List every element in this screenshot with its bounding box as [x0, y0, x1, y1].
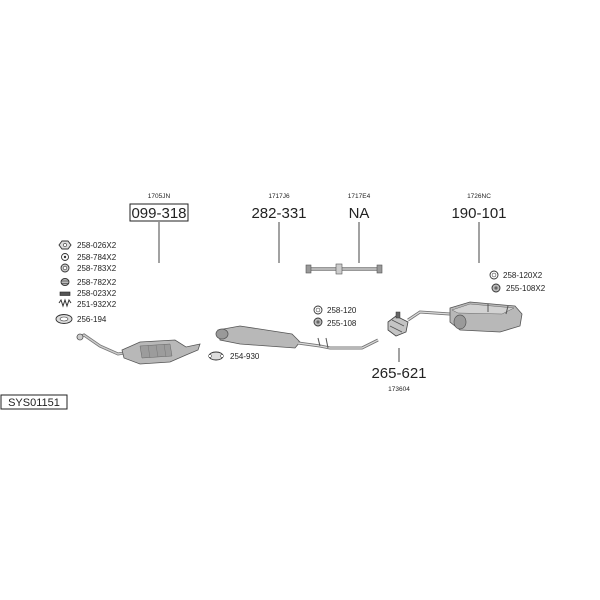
fittings-middle: 258-120 255-108 [313, 305, 357, 328]
fitting-258-784X2[interactable]: 258-784X2 [61, 253, 117, 262]
oe-1717J6: 1717J6 [268, 193, 290, 200]
fitting-label: 255-108 [327, 319, 357, 328]
fitting-258-783X2[interactable]: 258-783X2 [60, 263, 117, 273]
bolt-icon [59, 291, 71, 296]
middle-silencer-shape [217, 325, 301, 349]
spring-icon [60, 278, 70, 286]
system-code-label: SYS01151 [8, 397, 60, 409]
system-code: SYS01151 [0, 394, 68, 410]
clamp-spring-icon [58, 298, 72, 308]
part-190-101[interactable]: 1726NC 190-101 [407, 193, 523, 333]
fittings-left: 258-026X2 258-784X2 258-783X2 258-782X2 … [55, 240, 117, 325]
fitting-255-108[interactable]: 255-108 [313, 317, 357, 328]
system-code-box [0, 394, 68, 410]
part-number-282-331: 282-331 [251, 205, 306, 222]
fitting-258-023X2[interactable]: 258-023X2 [59, 289, 117, 298]
fitting-label: 258-783X2 [77, 264, 117, 273]
fitting-label: 258-784X2 [77, 253, 117, 262]
clamp-shape [387, 315, 409, 337]
fitting-label: 258-026X2 [77, 241, 117, 250]
fitting-label: 258-120X2 [503, 271, 543, 280]
fitting-258-782X2[interactable]: 258-782X2 [60, 278, 117, 287]
part-na[interactable]: 1717E4 NA [305, 193, 383, 275]
fitting-254-930[interactable]: 254-930 [208, 351, 260, 361]
flange-shape [76, 333, 84, 341]
fitting-label: 251-932X2 [77, 300, 117, 309]
part-number-190-101: 190-101 [451, 205, 506, 222]
part-number-box [129, 203, 189, 222]
oe-1705JN: 1705JN [148, 193, 171, 200]
fitting-258-120X2[interactable]: 258-120X2 [489, 270, 543, 280]
fitting-256-194[interactable]: 256-194 [55, 314, 107, 325]
oe-1726NC: 1726NC [467, 193, 491, 200]
fitting-label: 256-194 [77, 315, 107, 324]
middle-pipe-shape [297, 338, 379, 350]
part-265-621[interactable]: 265-621 173604 [371, 311, 427, 393]
part-number-099-318: 099-318 [131, 205, 186, 222]
fitting-258-026X2[interactable]: 258-026X2 [58, 240, 117, 250]
part-099-318[interactable]: 1705JN 099-318 [76, 193, 201, 365]
part-number-na: NA [349, 205, 370, 222]
fitting-label: 254-930 [230, 352, 260, 361]
fitting-label: 258-120 [327, 306, 357, 315]
oe-1717E4: 1717E4 [348, 193, 371, 200]
fitting-label: 258-023X2 [77, 289, 117, 298]
part-number-265-621: 265-621 [371, 365, 426, 382]
fitting-255-108X2[interactable]: 255-108X2 [491, 283, 546, 293]
fitting-label: 258-782X2 [77, 278, 117, 287]
fitting-label: 255-108X2 [506, 284, 546, 293]
fitting-251-932X2[interactable]: 251-932X2 [58, 298, 117, 309]
fitting-258-120[interactable]: 258-120 [313, 305, 357, 315]
part-282-331[interactable]: 1717J6 282-331 254-930 [208, 193, 379, 361]
fittings-right: 258-120X2 255-108X2 [489, 270, 546, 293]
oe-173604: 173604 [388, 386, 410, 393]
